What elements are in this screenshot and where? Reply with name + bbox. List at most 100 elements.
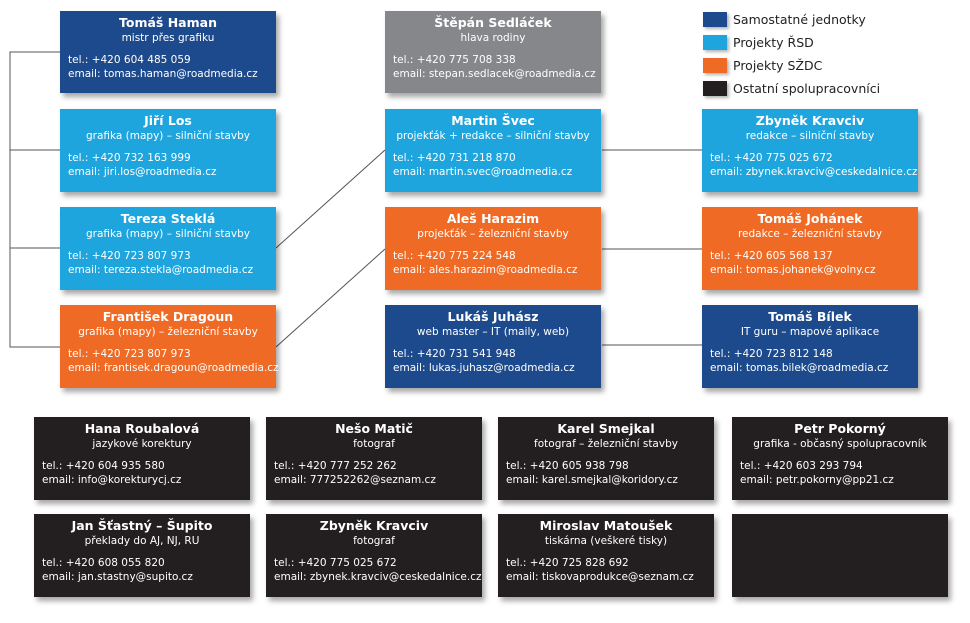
card-tomas-bilek: Tomáš Bílek IT guru – mapové aplikace te… — [702, 305, 918, 388]
card-karel-smejkal: Karel Smejkal fotograf – železniční stav… — [498, 417, 714, 500]
card-name: Zbyněk Kravciv — [755, 113, 865, 128]
card-email: email: karel.smejkal@koridory.cz — [506, 474, 678, 486]
card-tel: tel.: +420 732 163 999 — [68, 152, 191, 164]
legend-item: Samostatné jednotky — [703, 8, 880, 31]
card-tel: tel.: +420 608 055 820 — [42, 557, 165, 569]
card-role: grafika (mapy) – silniční stavby — [85, 228, 251, 240]
card-role: fotograf – železniční stavby — [534, 438, 678, 450]
card-name: Jiří Los — [144, 113, 192, 128]
card-tel: tel.: +420 775 025 672 — [710, 152, 833, 164]
card-name: Tereza Steklá — [120, 211, 216, 226]
card-frantisek-dragoun: František Dragoun grafika (mapy) – želez… — [60, 305, 279, 388]
card-email: email: tiskovaprodukce@seznam.cz — [506, 571, 694, 583]
card-name: Lukáš Juhász — [447, 309, 539, 324]
legend-label: Ostatní spolupracovníci — [733, 81, 881, 96]
card-jiri-los: Jiří Los grafika (mapy) – silniční stavb… — [60, 109, 276, 192]
card-role: web master – IT (maily, web) — [416, 326, 570, 338]
card-ales-harazim: Aleš Harazim projekťák – železniční stav… — [385, 207, 601, 290]
card-role: redakce – silniční stavby — [745, 130, 875, 142]
card-email: email: jan.stastny@supito.cz — [42, 571, 193, 583]
card-tel: tel.: +420 777 252 262 — [274, 460, 397, 472]
card-name: Aleš Harazim — [446, 211, 540, 226]
card-tel: tel.: +420 723 812 148 — [710, 348, 833, 360]
legend-item: Ostatní spolupracovníci — [703, 77, 880, 100]
card-role: redakce – železniční stavby — [737, 228, 883, 240]
card-email: email: martin.svec@roadmedia.cz — [393, 166, 573, 178]
card-tel: tel.: +420 605 938 798 — [506, 460, 629, 472]
card-tel: tel.: +420 731 218 870 — [393, 152, 516, 164]
card-neso-matic: Nešo Matič fotograf tel.: +420 777 252 2… — [266, 417, 482, 500]
card-empty — [732, 514, 948, 597]
card-email: email: 777252262@seznam.cz — [274, 474, 436, 486]
card-name: František Dragoun — [102, 309, 234, 324]
card-email: email: zbynek.kravciv@ceskedalnice.cz — [710, 166, 918, 178]
card-role: hlava rodiny — [460, 32, 526, 44]
card-petr-pokorny: Petr Pokorný grafika - občasný spoluprac… — [732, 417, 948, 500]
card-role: grafika - občasný spolupracovník — [753, 438, 927, 450]
card-tel: tel.: +420 604 935 580 — [42, 460, 165, 472]
card-email: email: jiri.los@roadmedia.cz — [68, 166, 217, 178]
card-name: Tomáš Haman — [119, 15, 217, 30]
card-name: Jan Šťastný – Šupito — [71, 518, 213, 533]
card-name: Štěpán Sedláček — [434, 15, 552, 30]
card-tomas-johanek: Tomáš Johánek redakce – železniční stavb… — [702, 207, 918, 290]
legend-swatch-black — [703, 81, 727, 96]
card-name: Karel Smejkal — [557, 421, 655, 436]
card-tel: tel.: +420 775 708 338 — [393, 54, 516, 66]
card-tomas-haman: Tomáš Haman mistr přes grafiku tel.: +42… — [60, 11, 276, 93]
card-email: email: frantisek.dragoun@roadmedia.cz — [68, 362, 279, 374]
legend-swatch-light-blue — [703, 35, 727, 50]
card-role: fotograf — [353, 535, 395, 547]
card-role: grafika (mapy) – silniční stavby — [85, 130, 251, 142]
card-tereza-stekla: Tereza Steklá grafika (mapy) – silniční … — [60, 207, 276, 290]
card-role: překlady do AJ, NJ, RU — [84, 535, 200, 547]
connector-line — [275, 149, 386, 249]
card-role: mistr přes grafiku — [121, 32, 215, 44]
legend-label: Projekty SŽDC — [733, 58, 823, 73]
card-email: email: zbynek.kravciv@ceskedalnice.cz — [274, 571, 482, 583]
card-martin-svec: Martin Švec projekťák + redakce – silnič… — [385, 109, 601, 192]
card-email: email: info@korekturycj.cz — [42, 474, 182, 486]
card-name: Petr Pokorný — [794, 421, 886, 436]
card-tel: tel.: +420 775 025 672 — [274, 557, 397, 569]
legend-item: Projekty SŽDC — [703, 54, 880, 77]
legend-item: Projekty ŘSD — [703, 31, 880, 54]
card-email: email: petr.pokorny@pp21.cz — [740, 474, 894, 486]
card-tel: tel.: +420 604 485 059 — [68, 54, 191, 66]
legend-label: Samostatné jednotky — [733, 12, 866, 27]
card-role: projekťák – železniční stavby — [417, 228, 569, 240]
card-tel: tel.: +420 775 224 548 — [393, 250, 516, 262]
legend-swatch-dark-blue — [703, 12, 727, 27]
left-bracket-line — [9, 51, 60, 348]
card-email: email: tomas.haman@roadmedia.cz — [68, 68, 258, 80]
card-lukas-juhasz: Lukáš Juhász web master – IT (maily, web… — [385, 305, 601, 388]
card-tel: tel.: +420 723 807 973 — [68, 348, 191, 360]
card-tel: tel.: +420 725 828 692 — [506, 557, 629, 569]
card-name: Hana Roubalová — [84, 421, 200, 436]
card-email: email: ales.harazim@roadmedia.cz — [393, 264, 578, 276]
card-stepan-sedlacek: Štěpán Sedláček hlava rodiny tel.: +420 … — [385, 11, 601, 93]
legend: Samostatné jednotky Projekty ŘSD Projekt… — [703, 8, 880, 100]
card-zbynek-kravciv-fotograf: Zbyněk Kravciv fotograf tel.: +420 775 0… — [266, 514, 482, 597]
card-role: grafika (mapy) – železniční stavby — [78, 326, 258, 338]
card-tel: tel.: +420 731 541 948 — [393, 348, 516, 360]
card-name: Martin Švec — [451, 113, 535, 128]
card-tel: tel.: +420 723 807 973 — [68, 250, 191, 262]
card-role: fotograf — [353, 438, 395, 450]
card-email: email: tomas.johanek@volny.cz — [710, 264, 876, 276]
card-role: IT guru – mapové aplikace — [740, 326, 880, 338]
card-miroslav-matousek: Miroslav Matoušek tiskárna (veškeré tisk… — [498, 514, 714, 597]
card-tel: tel.: +420 603 293 794 — [740, 460, 863, 472]
card-zbynek-kravciv-redakce: Zbyněk Kravciv redakce – silniční stavby… — [702, 109, 918, 192]
card-name: Zbyněk Kravciv — [319, 518, 429, 533]
card-email: email: tereza.stekla@roadmedia.cz — [68, 264, 254, 276]
card-name: Nešo Matič — [335, 421, 413, 436]
card-hana-roubalova: Hana Roubalová jazykové korektury tel.: … — [34, 417, 250, 500]
card-role: jazykové korektury — [92, 438, 192, 450]
card-role: projekťák + redakce – silniční stavby — [396, 130, 590, 142]
card-email: email: lukas.juhasz@roadmedia.cz — [393, 362, 575, 374]
card-name: Tomáš Johánek — [757, 211, 863, 226]
legend-swatch-orange — [703, 58, 727, 73]
card-email: email: tomas.bilek@roadmedia.cz — [710, 362, 889, 374]
